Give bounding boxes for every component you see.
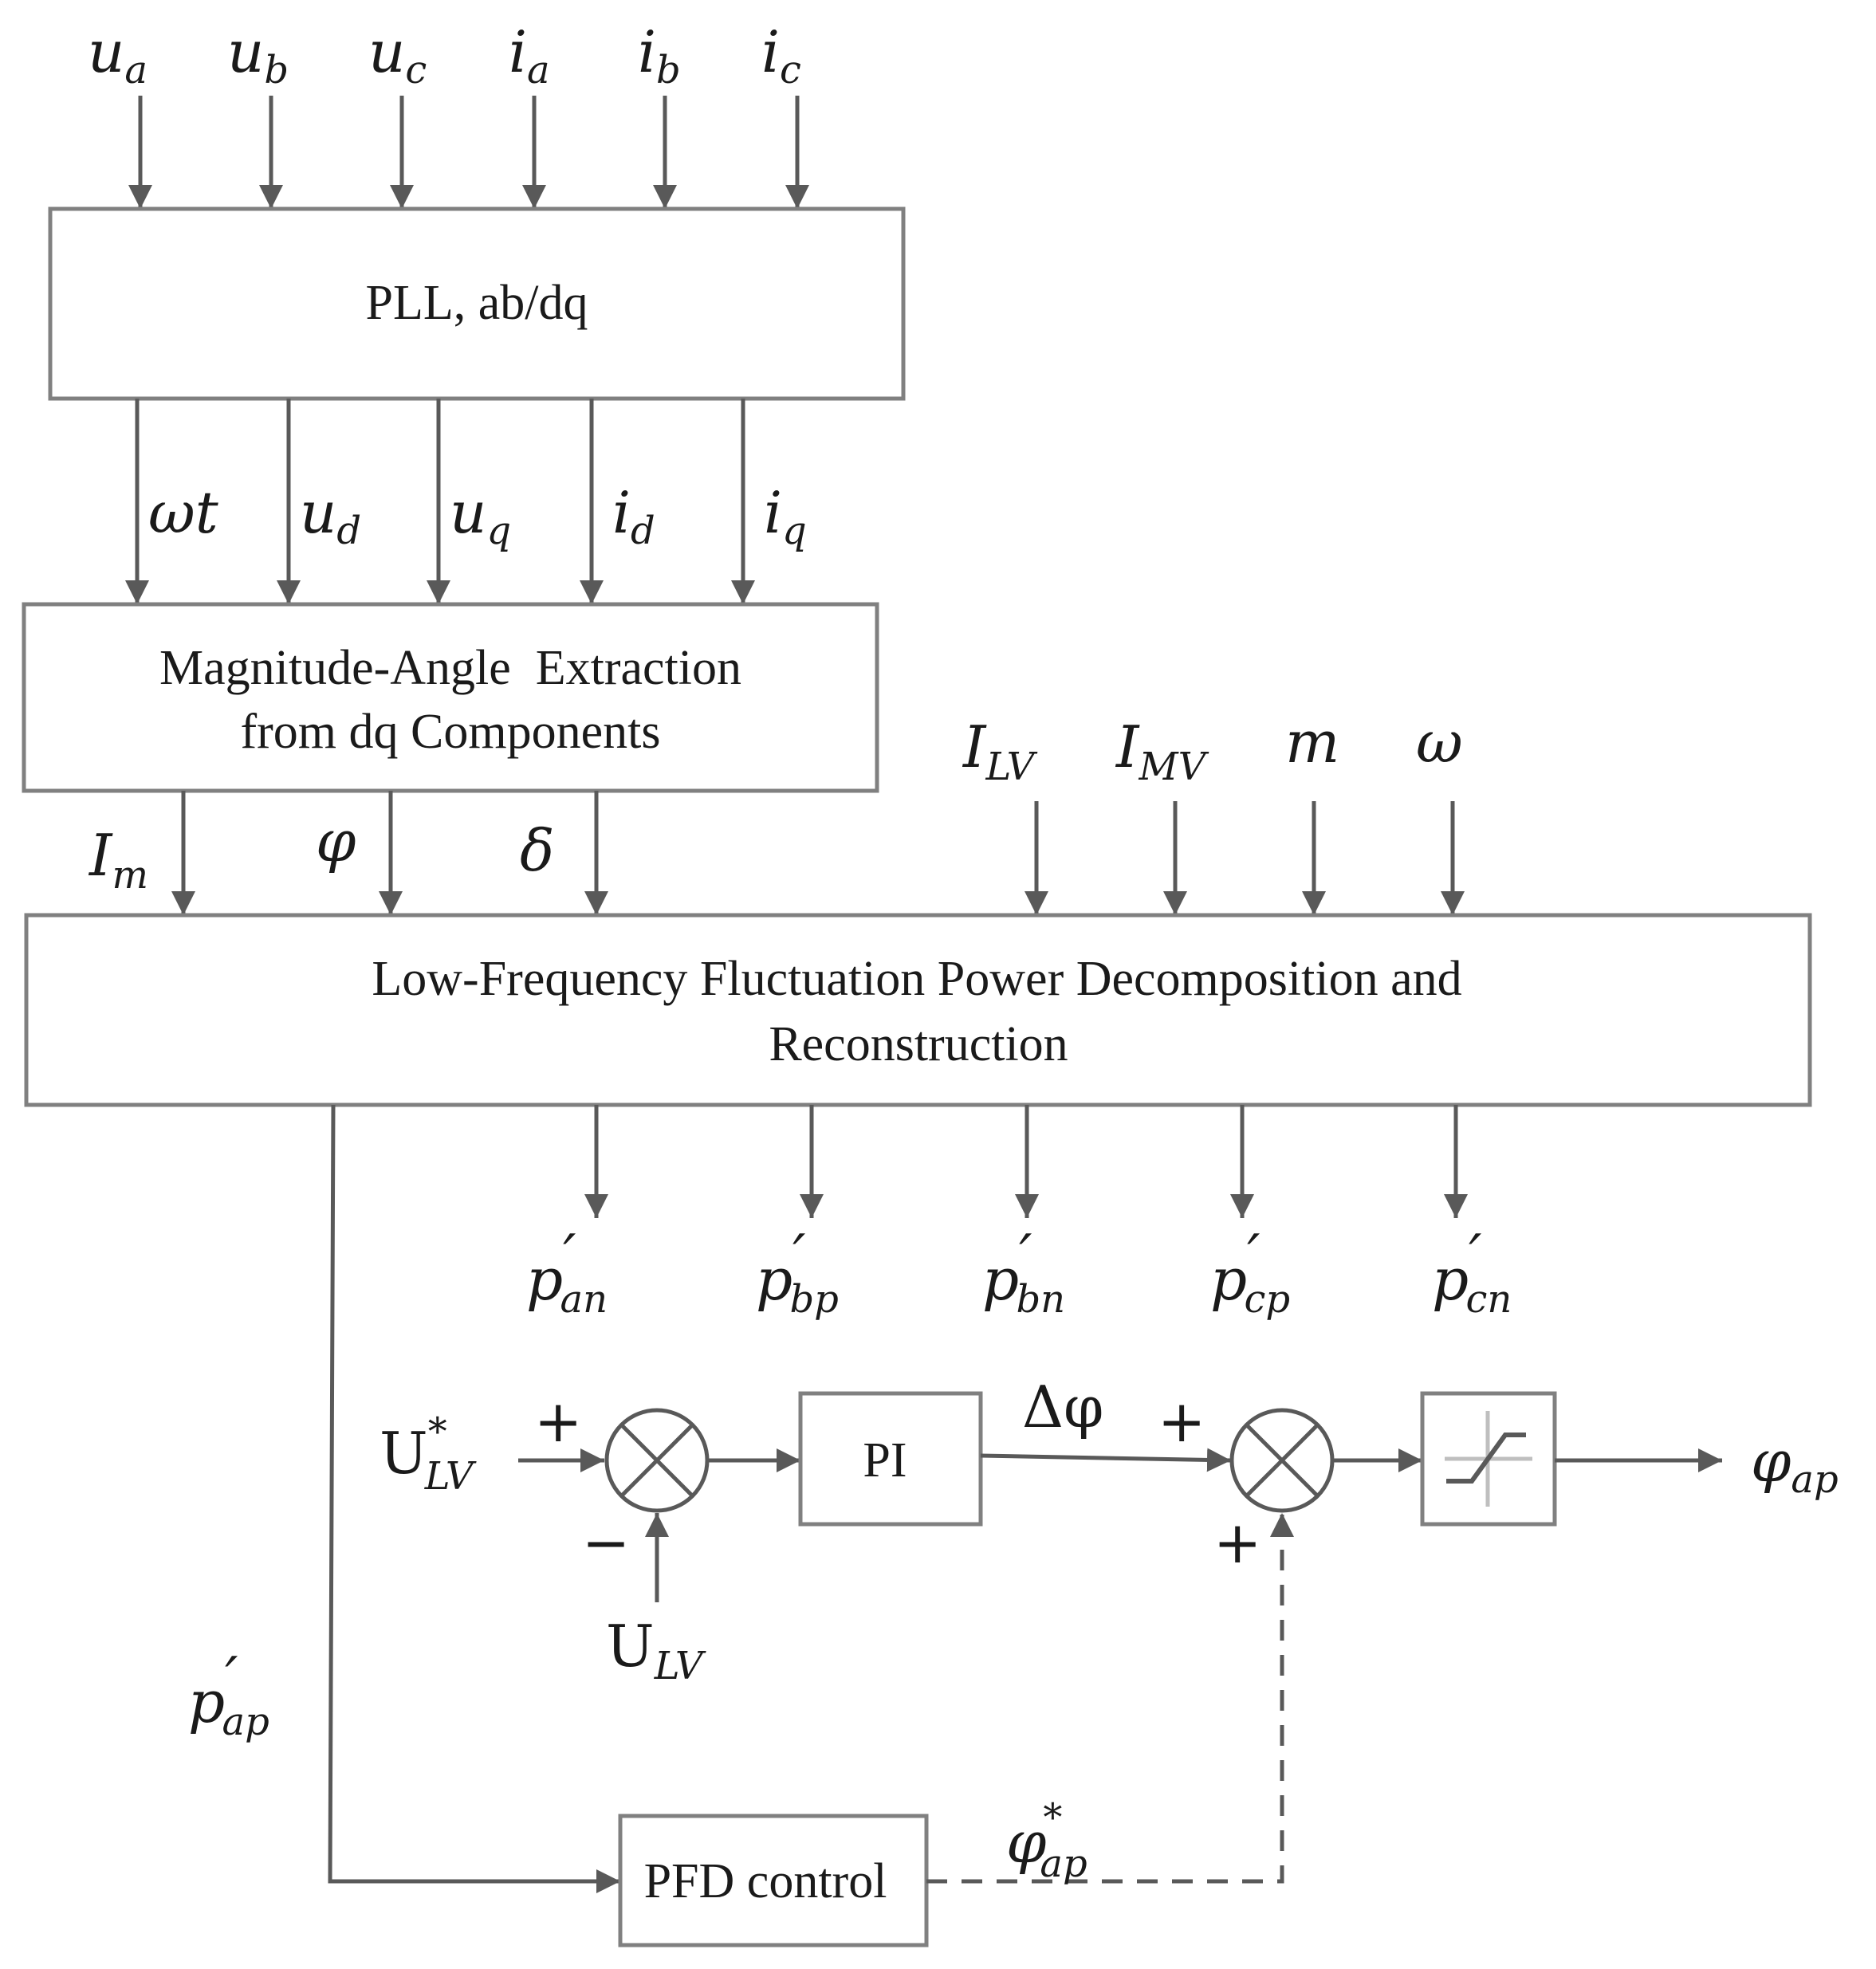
label-im: Im xyxy=(88,822,148,898)
extraction-label-line2: from dq Components xyxy=(241,705,661,759)
label-uq: uq xyxy=(450,479,511,553)
sum2-plus-bottom: + xyxy=(1213,1509,1261,1576)
label-pbn: p′bn xyxy=(982,1222,1065,1322)
label-iq: iq xyxy=(764,479,807,553)
top-input-arrows xyxy=(128,96,809,209)
label-ulv: ULV xyxy=(606,1613,706,1688)
label-omega-t: ωt xyxy=(148,479,219,546)
pfd-control-label: PFD control xyxy=(644,1854,887,1908)
label-id: id xyxy=(612,479,655,553)
pll-output-arrows xyxy=(125,399,755,604)
power-output-arrows xyxy=(584,1105,1468,1218)
label-omega: ω xyxy=(1416,709,1463,776)
top-input-labels: ua ub uc ia ib ic xyxy=(88,18,801,92)
decomposition-label-line1: Low-Frequency Fluctuation Power Decompos… xyxy=(372,952,1461,1006)
extra-input-arrows xyxy=(1025,801,1465,915)
input-ua: ua xyxy=(88,18,147,92)
extraction-output-labels: Im φ δ xyxy=(88,808,554,898)
label-pcp: p′cp xyxy=(1210,1222,1290,1322)
pll-block xyxy=(48,206,906,401)
pfd-control-block xyxy=(618,1814,929,1947)
label-pbp: p′bp xyxy=(756,1222,839,1322)
sum1-plus: + xyxy=(534,1388,582,1455)
label-m: m xyxy=(1285,709,1339,776)
label-delta-phi: Δφ xyxy=(1022,1374,1103,1440)
sum2-plus-left: + xyxy=(1158,1388,1205,1455)
pi-block xyxy=(798,1391,983,1527)
pll-output-labels: ωt ud uq id iq xyxy=(148,479,807,553)
label-pap: p′ap xyxy=(188,1645,269,1744)
decomposition-label-line2: Reconstruction xyxy=(769,1017,1068,1071)
input-ib: ib xyxy=(638,18,681,92)
label-phi-ap-ref: φ*ap xyxy=(1006,1795,1087,1886)
input-ia: ia xyxy=(509,18,550,92)
extraction-label-line1: Magnitude-Angle Extraction xyxy=(159,641,741,695)
sum-junction-1 xyxy=(604,1408,710,1513)
power-output-labels: p′an p′bp p′bn p′cp p′cn xyxy=(526,1222,1512,1322)
label-ulv-ref: U*LV xyxy=(380,1409,477,1499)
pll-block-label: PLL, ab/dq xyxy=(366,276,588,330)
sum-junction-2 xyxy=(1229,1408,1335,1513)
decomposition-block xyxy=(24,913,1812,1107)
label-ud: ud xyxy=(300,479,361,553)
extraction-block xyxy=(22,602,879,793)
label-phi-ap: φap xyxy=(1751,1428,1839,1502)
limiter-block xyxy=(1420,1391,1557,1527)
label-pan: p′an xyxy=(526,1222,608,1322)
label-imv: IMV xyxy=(1115,713,1209,789)
input-ub: ub xyxy=(227,18,289,92)
input-ic: ic xyxy=(761,18,801,92)
extra-input-labels: ILV IMV m ω xyxy=(962,709,1463,789)
arrow-delta-phi xyxy=(980,1448,1232,1472)
label-pcn: p′cn xyxy=(1432,1222,1512,1322)
sum1-minus: − xyxy=(582,1509,630,1576)
label-phi: φ xyxy=(316,808,356,874)
input-uc: uc xyxy=(368,18,427,92)
label-delta: δ xyxy=(520,817,554,884)
dashed-phi-ap-ref xyxy=(926,1513,1294,1884)
wire-pap-to-pfd xyxy=(328,1104,620,1893)
label-ilv: ILV xyxy=(962,713,1038,789)
pi-label: PI xyxy=(863,1433,907,1488)
extraction-output-arrows xyxy=(171,791,608,915)
